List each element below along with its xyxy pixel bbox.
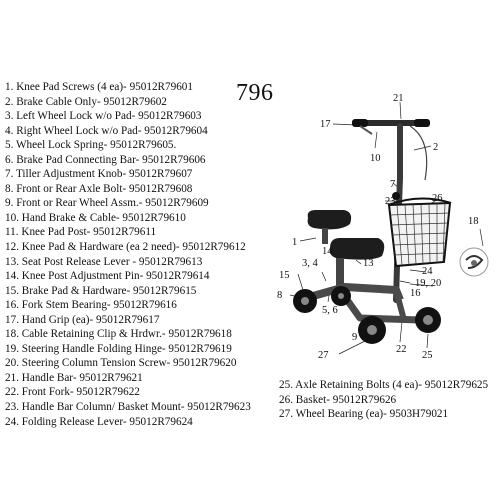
part-item: 5. Wheel Lock Spring- 95012R79605. — [5, 139, 177, 152]
callout-label: 8 — [277, 290, 282, 301]
part-item: 11. Knee Pad Post- 95012R79611 — [5, 226, 157, 239]
part-item: 23. Handle Bar Column/ Basket Mount- 950… — [5, 401, 251, 414]
callout-label: 1 — [292, 237, 297, 248]
callout-label: 23 — [385, 196, 396, 207]
callout-label: 17 — [320, 119, 331, 130]
part-item: 3. Left Wheel Lock w/o Pad- 95012R79603 — [5, 110, 202, 123]
callout-label: 7 — [390, 179, 395, 190]
part-item: 4. Right Wheel Lock w/o Pad- 95012R79604 — [5, 124, 208, 137]
callout-label: 14 — [322, 246, 333, 257]
callout-label: 10 — [370, 153, 381, 164]
callout-label: 2 — [433, 142, 438, 153]
knee-walker-illustration: 21 17 10 2 7 23 26 18 1 14 13 3, 4 15 24… — [277, 93, 489, 361]
part-item: 26. Basket- 95012R79626 — [279, 393, 397, 406]
part-item: 2. Brake Cable Only- 95012R79602 — [5, 95, 167, 108]
part-item: 9. Front or Rear Wheel Assm.- 95012R7960… — [5, 197, 209, 210]
tiller-knob — [392, 192, 400, 200]
callout-label: 18 — [468, 216, 479, 227]
part-item: 16. Fork Stem Bearing- 95012R79616 — [5, 299, 177, 312]
cable-clip-inset — [459, 247, 489, 277]
handlebar — [352, 119, 430, 181]
part-item: 8. Front or Rear Axle Bolt- 95012R79608 — [5, 182, 193, 195]
callout-label: 16 — [410, 288, 421, 299]
callout-label: 25 — [422, 350, 433, 361]
part-item: 20. Steering Column Tension Screw- 95012… — [5, 357, 237, 370]
wheels — [293, 286, 441, 344]
parts-list: 1. Knee Pad Screws (4 ea)- 95012R79601 2… — [5, 80, 251, 429]
part-item: 18. Cable Retaining Clip & Hrdwr.- 95012… — [5, 328, 232, 341]
part-item: 19. Steering Handle Folding Hinge- 95012… — [5, 342, 232, 355]
part-item: 25. Axle Retaining Bolts (4 ea)- 95012R7… — [279, 379, 489, 391]
part-item: 12. Knee Pad & Hardware (ea 2 need)- 950… — [5, 241, 246, 254]
callout-label: 15 — [279, 270, 290, 281]
callout-label: 5, 6 — [322, 305, 338, 316]
part-item: 17. Hand Grip (ea)- 95012R79617 — [5, 313, 160, 326]
callout-label: 21 — [393, 93, 404, 104]
part-item: 1. Knee Pad Screws (4 ea)- 95012R79601 — [5, 81, 193, 93]
knee-pads — [307, 210, 385, 288]
callout-label: 27 — [318, 350, 329, 361]
part-item: 14. Knee Post Adjustment Pin- 95012R7961… — [5, 270, 210, 283]
knee-walker-diagram: 21 17 10 2 7 23 26 18 1 14 13 3, 4 15 24… — [270, 88, 500, 373]
part-item: 27. Wheel Bearing (ea)- 9503H79021 — [279, 408, 449, 421]
callout-label: 9 — [352, 332, 357, 343]
part-item: 6. Brake Pad Connecting Bar- 95012R79606 — [5, 153, 206, 166]
part-item: 15. Brake Pad & Hardware- 95012R79615 — [5, 284, 197, 297]
model-number: 796 — [236, 80, 274, 106]
part-item: 7. Tiller Adjustment Knob- 95012R79607 — [5, 168, 193, 181]
callout-label: 19, 20 — [415, 278, 441, 289]
callout-label: 26 — [432, 193, 443, 204]
part-item: 22. Front Fork- 95012R79622 — [5, 386, 140, 399]
callout-label: 22 — [396, 344, 407, 355]
callout-label: 24 — [422, 266, 433, 277]
basket — [387, 197, 452, 268]
callout-label: 3, 4 — [302, 258, 319, 269]
part-item: 13. Seat Post Release Lever - 95012R7961… — [5, 255, 203, 268]
part-item: 24. Folding Release Lever- 95012R79624 — [5, 415, 193, 428]
part-item: 21. Handle Bar- 95012R79621 — [5, 371, 143, 384]
parts-list-continued: 25. Axle Retaining Bolts (4 ea)- 95012R7… — [279, 378, 488, 422]
callout-labels: 21 17 10 2 7 23 26 18 1 14 13 3, 4 15 24… — [277, 93, 479, 361]
part-item: 10. Hand Brake & Cable- 95012R79610 — [5, 211, 186, 224]
callout-label: 13 — [363, 258, 374, 269]
